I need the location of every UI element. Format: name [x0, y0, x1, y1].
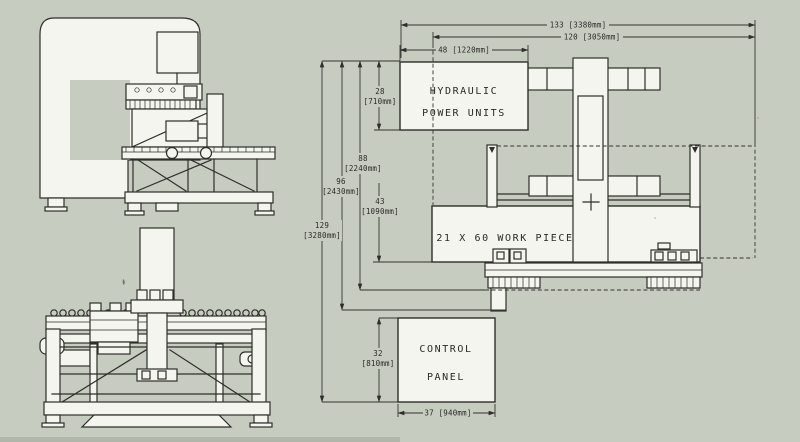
dim-96-mm: [2430mm]	[322, 187, 360, 196]
plan-view	[397, 57, 703, 403]
dim-28-inches: 28	[375, 87, 385, 96]
support-truss	[132, 158, 258, 193]
front-elevation-view	[39, 227, 273, 428]
dim-88-inches: 88	[358, 154, 368, 163]
conveyor-table	[121, 146, 276, 160]
dim-37-label: 37 [940mm]	[424, 409, 471, 418]
dimension-labels: 133 [3380mm] 120 [3050mm] 48 [1220mm] 28…	[303, 20, 623, 418]
dim-43-inches: 43	[375, 197, 384, 206]
dim-32-mm: [810mm]	[361, 359, 394, 368]
hydraulic-label-line1: HYDRAULIC	[430, 86, 499, 97]
dim-48-label: 48 [1220mm]	[438, 46, 490, 55]
clamp-left	[492, 248, 510, 264]
hydraulic-power-units-box	[399, 61, 529, 131]
gearbox	[89, 310, 139, 343]
control-label-line2: PANEL	[427, 372, 465, 383]
saw-head-housing	[156, 31, 199, 74]
chip-tray	[80, 414, 233, 428]
guide-post-right	[689, 144, 701, 208]
scan-artifacts	[0, 117, 759, 442]
dim-129-mm: [3280mm]	[303, 231, 341, 240]
guide-post-left	[486, 144, 498, 208]
dim-88-mm: [2240mm]	[344, 164, 382, 173]
saw-column-plan	[572, 57, 609, 263]
dim-133-label: 133 [3380mm]	[550, 21, 607, 30]
work-piece-label: 21 X 60 WORK PIECE	[436, 233, 573, 244]
control-label-line1: CONTROL	[419, 344, 472, 355]
dim-32-inches: 32	[373, 349, 382, 358]
dim-28-mm: [710mm]	[363, 97, 396, 106]
motor	[165, 120, 199, 142]
side-elevation-view	[39, 17, 276, 216]
hydraulic-label-line2: POWER UNITS	[422, 108, 506, 119]
dim-129-inches: 129	[315, 221, 329, 230]
dim-96-inches: 96	[336, 177, 346, 186]
dim-43-mm: [1090mm]	[361, 207, 399, 216]
control-panel-box	[397, 317, 496, 403]
dim-120-label: 120 [3050mm]	[564, 33, 621, 42]
